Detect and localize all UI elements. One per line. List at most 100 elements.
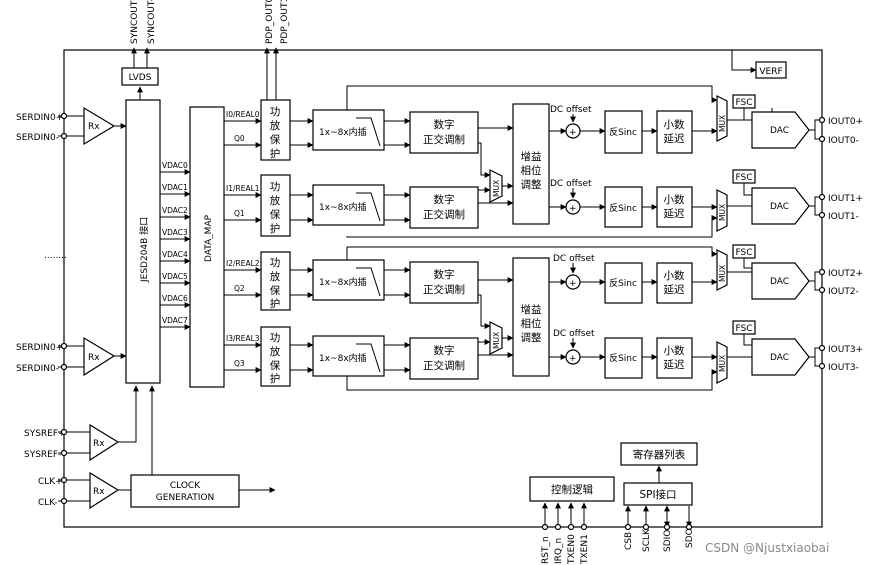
spi-pin-label: CSB xyxy=(624,532,634,550)
spi-pin-label: SCLK xyxy=(642,528,652,552)
q-label: Q2 xyxy=(234,284,245,293)
input-section: SERDIN0+ SERDIN0- Rx ........ SERDIN0+ S… xyxy=(16,106,276,510)
pin xyxy=(580,523,588,531)
output-path-2: DC offset + 反Sinc 小数 延迟 MUX xyxy=(549,249,752,304)
pa-text: 功 xyxy=(270,332,281,344)
q-label: Q0 xyxy=(234,134,245,143)
pa-text: 护 xyxy=(270,372,281,385)
inverse-sinc-block xyxy=(604,110,643,154)
rx-label: Rx xyxy=(88,122,100,132)
dac-label: DAC xyxy=(770,126,789,136)
pin xyxy=(818,362,826,370)
pin xyxy=(818,344,826,352)
pin xyxy=(60,476,68,484)
control-logic-section: 控制逻辑 RST_n IRQ_n TXEN0 TXEN1 xyxy=(529,476,615,565)
pa-text: 功 xyxy=(270,257,281,269)
pin xyxy=(60,449,68,457)
watermark: CSDN @Njustxiaobai xyxy=(705,541,829,555)
pin xyxy=(624,523,632,531)
data-map-label: DATA_MAP xyxy=(204,214,214,262)
iq-label: I0/REAL0 xyxy=(226,110,260,119)
output-label: IOUT3+ xyxy=(828,345,863,355)
mod-text: 数字 xyxy=(434,193,455,206)
fsc-label: FSC xyxy=(735,98,752,108)
inverse-sinc-block xyxy=(604,186,643,228)
channel-1: I1/REAL1 Q1 功 放 保 护 1x~8x内插 数字 正交调制 xyxy=(224,174,718,238)
vdac-label: VDAC6 xyxy=(162,294,188,303)
pa-protect-block xyxy=(260,326,291,387)
pin xyxy=(818,116,826,124)
pa-text: 保 xyxy=(270,133,281,146)
dc-offset-label: DC offset xyxy=(550,179,592,189)
pa-text: 保 xyxy=(270,284,281,297)
spi-label: SPI接口 xyxy=(639,488,676,501)
verf-label: VERF xyxy=(759,67,782,77)
mod-text: 正交调制 xyxy=(423,359,465,372)
vdac-label: VDAC5 xyxy=(162,272,188,281)
gain-text: 相位 xyxy=(521,317,542,330)
digital-quadrature-modulation-block xyxy=(409,337,479,380)
dac-block xyxy=(751,187,810,225)
input-label: SERDIN0- xyxy=(16,133,59,143)
pin xyxy=(554,523,562,531)
digital-quadrature-modulation-block xyxy=(409,111,479,154)
input-label: CLK- xyxy=(38,498,58,508)
dac-block xyxy=(751,338,810,376)
dac-2: FSC DAC IOUT2+ IOUT2- xyxy=(732,244,863,300)
svg-text:+: + xyxy=(569,128,577,138)
dac-1: FSC DAC IOUT1+ IOUT1- xyxy=(732,169,863,225)
rx-amp xyxy=(83,336,116,377)
clock-generation-block xyxy=(130,474,240,508)
pin xyxy=(567,523,575,531)
dac-label: DAC xyxy=(770,277,789,287)
input-label: SERDIN0- xyxy=(16,364,59,374)
output-label: IOUT3- xyxy=(828,363,859,373)
verf-section: VERF xyxy=(731,50,787,79)
pa-text: 护 xyxy=(270,297,281,310)
pin xyxy=(818,286,826,294)
dac-3: FSC DAC IOUT3+ IOUT3- xyxy=(732,320,863,376)
mux-label: MUX xyxy=(492,332,501,349)
interpolation-block xyxy=(312,109,385,151)
pin xyxy=(685,523,693,531)
input-label: SYSREF- xyxy=(24,450,61,460)
pin xyxy=(642,523,650,531)
pa-text: 放 xyxy=(270,345,281,358)
mux-block xyxy=(716,249,728,291)
vdac-bus: VDAC0 VDAC1 VDAC2 VDAC3 VDAC4 VDAC5 VDAC… xyxy=(160,161,191,330)
inverse-sinc-label: 反Sinc xyxy=(609,278,637,289)
inverse-sinc-label: 反Sinc xyxy=(609,127,637,138)
vdac-label: VDAC0 xyxy=(162,161,188,170)
svg-text:+: + xyxy=(569,279,577,289)
spi-section: 寄存器列表 SPI接口 CSB SCLK SDIO SDO xyxy=(620,442,698,552)
clockgen-label: CLOCK xyxy=(170,481,201,491)
pa-text: 放 xyxy=(270,270,281,283)
lvds-label: LVDS xyxy=(129,73,152,83)
lvds-block xyxy=(121,67,159,86)
interp-label: 1x~8x内插 xyxy=(319,352,367,364)
vdac-label: VDAC4 xyxy=(162,250,188,259)
dac-block xyxy=(751,111,810,149)
svg-text:+: + xyxy=(569,204,577,214)
pin xyxy=(60,363,68,371)
inverse-sinc-label: 反Sinc xyxy=(609,203,637,214)
pdp-label: PDP_OUT0 xyxy=(265,0,275,44)
output-label: IOUT0+ xyxy=(828,117,863,127)
fractional-delay-block xyxy=(656,186,693,228)
vdac-label: VDAC7 xyxy=(162,316,188,325)
dac-0: FSC DAC IOUT0+ IOUT0- xyxy=(732,94,863,149)
iq-label: I2/REAL2 xyxy=(226,259,260,268)
digital-quadrature-modulation-block xyxy=(409,261,479,304)
ctrl-pin-label: RST_n xyxy=(541,536,551,564)
rx-amp xyxy=(89,423,120,462)
inverse-sinc-block xyxy=(604,262,643,304)
mux-block xyxy=(716,189,728,232)
dots: ........ xyxy=(44,251,67,261)
pin xyxy=(663,523,671,531)
pa-text: 保 xyxy=(270,208,281,221)
fsc-label: FSC xyxy=(735,248,752,258)
gain-text: 增益 xyxy=(521,303,542,316)
vdac-label: VDAC3 xyxy=(162,228,188,237)
pin xyxy=(60,428,68,436)
iq-label: I3/REAL3 xyxy=(226,334,260,343)
